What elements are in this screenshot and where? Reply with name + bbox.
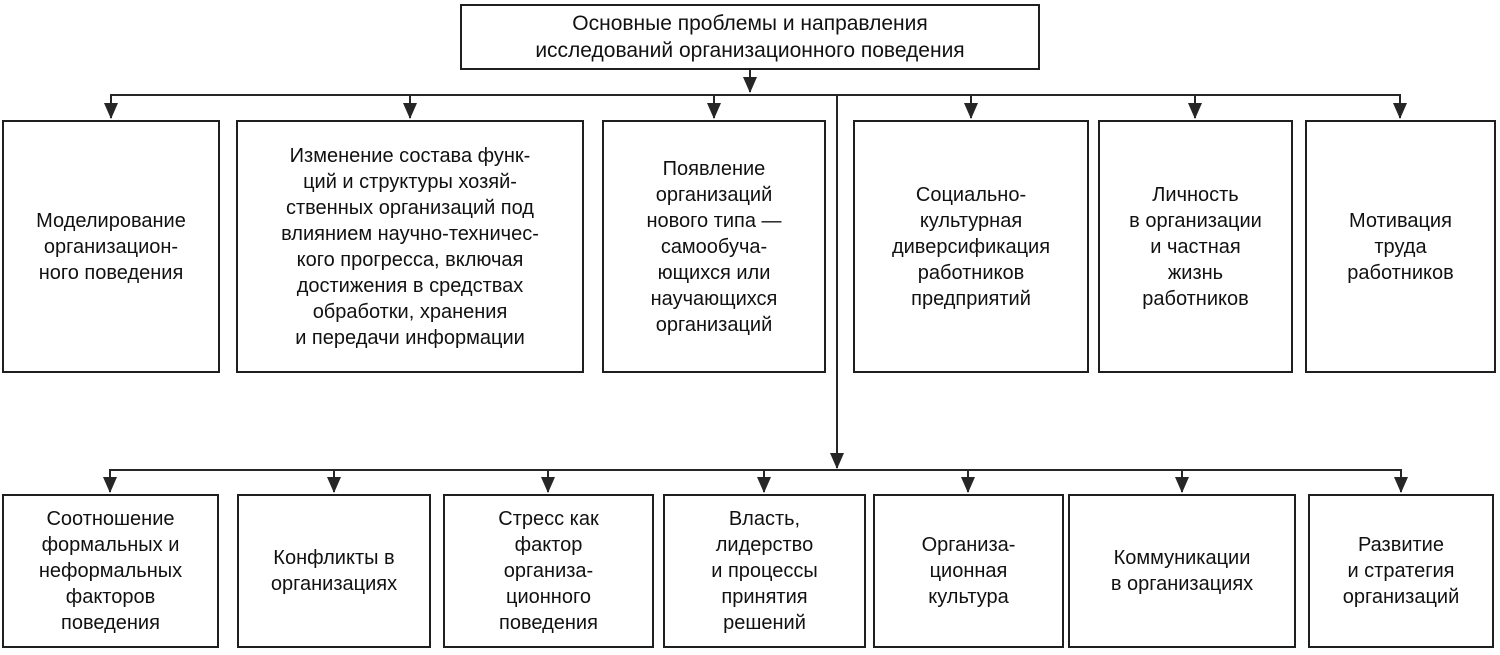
bottom-box-communications: Коммуникации в организациях xyxy=(1068,494,1296,648)
top-box-new-type-organizations: Появление организаций нового типа — само… xyxy=(602,120,826,373)
bottom-box-development-strategy: Развитие и стратегия организаций xyxy=(1308,494,1494,648)
bottom-box-formal-informal-factors: Соотношение формальных и неформальных фа… xyxy=(2,494,219,648)
bottom-box-conflicts: Конфликты в организациях xyxy=(237,494,431,648)
bottom-box-stress-factor: Стресс как фактор организа- ционного пов… xyxy=(443,494,654,648)
top-box-sociocultural-diversification: Социально- культурная диверсификация раб… xyxy=(853,120,1089,373)
title-box: Основные проблемы и направления исследов… xyxy=(460,4,1040,70)
top-box-personality-private-life: Личность в организации и частная жизнь р… xyxy=(1098,120,1293,373)
top-box-labor-motivation: Мотивация труда работников xyxy=(1305,120,1496,373)
top-box-modeling: Моделирование организацион- ного поведен… xyxy=(2,120,220,373)
bottom-box-org-culture: Организа- ционная культура xyxy=(873,494,1064,648)
bottom-box-power-leadership-decisions: Власть, лидерство и процессы принятия ре… xyxy=(663,494,866,648)
top-box-function-structure-change: Изменение состава функ- ций и структуры … xyxy=(236,120,584,373)
